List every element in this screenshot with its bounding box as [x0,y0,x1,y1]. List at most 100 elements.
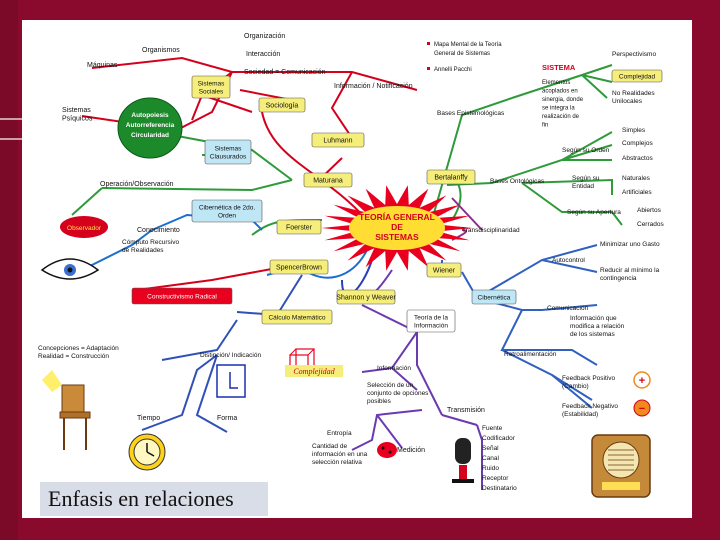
node-foerster: Foerster [276,219,322,235]
svg-text:TEORÍA GENERAL: TEORÍA GENERAL [359,212,435,222]
svg-text:Sistemas: Sistemas [62,107,91,114]
frame-line [0,138,22,140]
connector [136,267,278,291]
svg-text:DE: DE [391,222,403,232]
svg-text:Cibernética: Cibernética [478,294,511,301]
node-sistema-title: SISTEMA [542,63,576,72]
svg-text:Transdisciplinaridad: Transdisciplinaridad [462,227,520,234]
svg-text:Entidad: Entidad [572,183,594,190]
svg-text:Información / Notificación: Información / Notificación [334,83,413,90]
connector [431,97,513,221]
svg-text:Cantidad de: Cantidad de [312,443,347,450]
svg-text:Fuente: Fuente [482,425,503,432]
svg-text:de Realidades: de Realidades [122,247,164,254]
eye-icon [40,258,100,280]
node-transdisciplinaridad: Transdisciplinaridad [462,227,520,234]
svg-text:Cerrados: Cerrados [637,221,664,228]
node-wiener: Wiener [426,262,462,278]
connector [161,319,238,361]
node-calculo: Cálculo Matemático [261,309,333,325]
svg-text:se integra la: se integra la [542,106,575,112]
svg-text:−: − [639,403,645,415]
svg-text:Entropía: Entropía [327,430,352,437]
ladybug-icon [377,442,397,458]
slide-title-box: Enfasis en relaciones [40,482,268,516]
svg-text:Teoría de la: Teoría de la [414,314,448,321]
node-abstractos: Abstractos [622,155,653,162]
node-bases-epist: Bases Epistemológicas [437,110,505,117]
svg-text:Mapa Mental de la Teoría: Mapa Mental de la Teoría [434,42,502,48]
connector [611,211,623,226]
chair-icon [42,370,91,450]
node-operacion-observacion: Operación/Observación [100,181,174,188]
svg-text:Según su Apertura: Según su Apertura [567,209,621,216]
svg-text:Sociedad = Comunicación: Sociedad = Comunicación [244,69,326,76]
connector [476,424,483,490]
svg-text:(Estabilidad): (Estabilidad) [562,411,598,418]
node-naturales: Naturales [622,175,651,182]
node-segun-apertura: Según su Apertura [567,209,621,216]
node-sociologia: Sociología [258,97,306,113]
svg-text:Según su Orden: Según su Orden [562,147,610,154]
svg-text:Concepciones = Adaptación: Concepciones = Adaptación [38,345,119,352]
svg-text:Cómputo Recursivo: Cómputo Recursivo [122,239,179,246]
svg-text:Transmisión: Transmisión [447,407,485,414]
node-medicion: Medición [397,447,425,454]
frame-line [0,118,22,120]
svg-text:sinergia, donde: sinergia, donde [542,97,584,103]
svg-text:Complejidad: Complejidad [619,73,656,80]
svg-text:Constructivismo Radical: Constructivismo Radical [147,293,217,300]
connector [81,229,153,271]
svg-text:información en una: información en una [312,451,368,458]
svg-text:Autorreferencia: Autorreferencia [126,122,175,129]
svg-text:Abiertos: Abiertos [637,207,662,214]
svg-text:Naturales: Naturales [622,175,651,182]
node-luhmann: Luhmann [311,132,365,148]
svg-text:Bases Ontológicas: Bases Ontológicas [490,178,545,185]
svg-text:Medición: Medición [397,447,425,454]
svg-text:Orden: Orden [218,212,236,219]
connector [101,179,293,192]
svg-text:Conocimiento: Conocimiento [137,227,180,234]
connector [461,244,598,300]
connector [195,354,228,433]
node-tiempo: Tiempo [137,415,160,422]
node-abiertos: Abiertos [637,207,662,214]
node-maturana: Maturana [303,172,353,188]
node-informacion-notificacion: Información / Notificación [334,83,413,90]
connector [236,274,303,317]
svg-text:Luhmann: Luhmann [323,137,352,144]
svg-text:Bertalanffy: Bertalanffy [434,174,468,181]
svg-text:Elementos: Elementos [542,80,570,86]
svg-text:Clausurados: Clausurados [210,153,247,160]
svg-text:SpencerBrown: SpencerBrown [276,264,322,271]
svg-text:Codificador: Codificador [482,435,516,442]
svg-text:Ruido: Ruido [482,465,499,472]
svg-text:No Realidades: No Realidades [612,90,655,97]
svg-text:fin: fin [542,123,548,129]
svg-text:modifica a relación: modifica a relación [570,323,625,330]
svg-text:Circularidad: Circularidad [131,132,169,139]
svg-text:Sistemas: Sistemas [198,80,225,87]
svg-text:Información: Información [414,322,448,329]
node-entropia: Entropía [327,430,352,437]
svg-text:Autopoiesis: Autopoiesis [131,112,169,119]
svg-text:Sistemas: Sistemas [215,145,242,152]
connector [441,414,478,426]
connector [376,414,403,449]
connector [261,111,368,221]
svg-text:contingencia: contingencia [600,275,637,282]
svg-text:de los sistemas: de los sistemas [570,331,616,338]
connector [541,259,598,273]
svg-text:Complejos: Complejos [622,140,653,147]
node-conocimiento: Conocimiento [137,227,180,234]
svg-text:Sociales: Sociales [199,88,224,95]
svg-text:Artificiales: Artificiales [622,189,652,196]
